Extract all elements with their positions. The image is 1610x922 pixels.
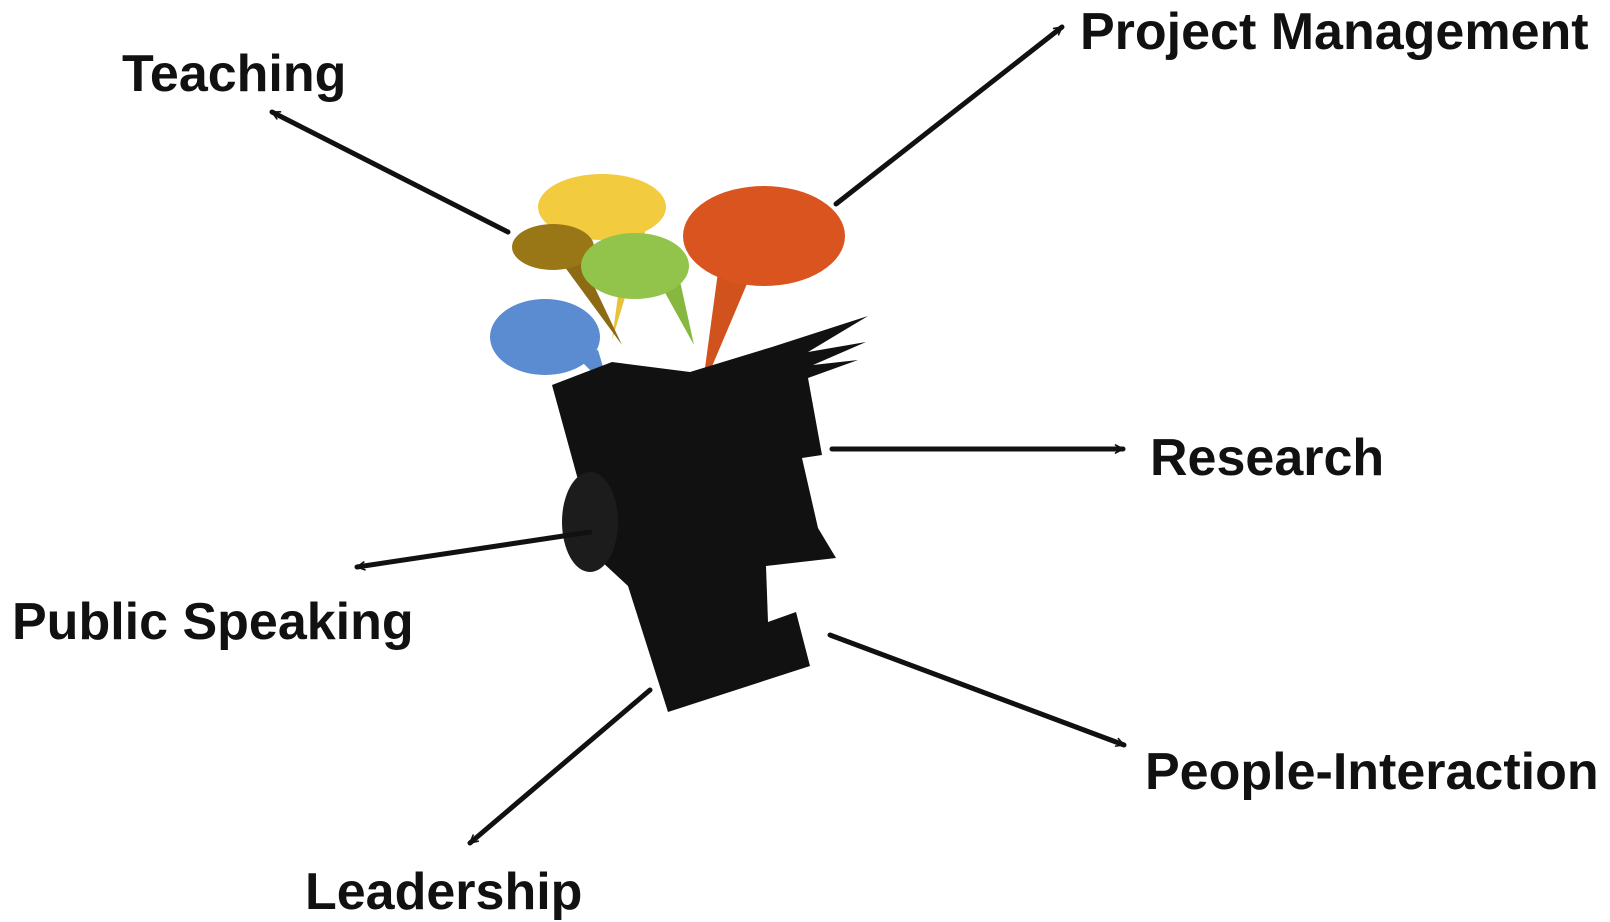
label-leadership: Leadership (305, 863, 583, 921)
head-silhouette (552, 316, 868, 712)
label-project-management: Project Management (1080, 3, 1589, 61)
arrow-public-speaking (354, 529, 593, 571)
arrow-teaching (269, 109, 511, 235)
arrow-leadership (467, 687, 653, 846)
ear-shape (562, 472, 618, 572)
label-people-interaction: People-Interaction (1145, 743, 1599, 801)
thinking-head-icon (490, 174, 868, 712)
arrow-people-interaction (827, 632, 1127, 748)
label-teaching: Teaching (122, 45, 347, 103)
arrow-project-management (833, 24, 1065, 207)
speech-bubbles-icon (490, 174, 845, 390)
label-research: Research (1150, 429, 1385, 487)
arrows (269, 24, 1127, 846)
label-public-speaking: Public Speaking (12, 593, 414, 651)
